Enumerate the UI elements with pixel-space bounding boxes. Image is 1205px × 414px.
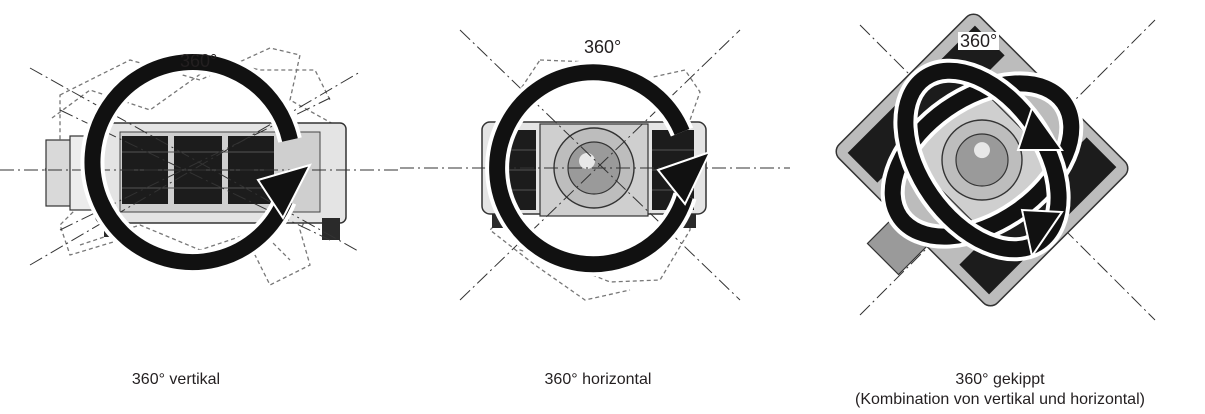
angle-label: 360° [180, 51, 218, 71]
projector-tilted-view-illustration [835, 13, 1156, 321]
projector-body [835, 13, 1129, 307]
caption-sub: (Kombination von vertikal und horizontal… [855, 391, 1145, 408]
rotation-arrow-icon [80, 50, 312, 275]
rotation-axes [859, 19, 1156, 321]
caption: 360° horizontal [544, 371, 652, 388]
rotation-arrow-icon [485, 60, 712, 277]
rotation-arrow-icon [880, 58, 1084, 262]
angle-label: 360° [958, 31, 1000, 51]
projector-side-view-illustration [0, 47, 400, 286]
projector-front-view-illustration [400, 29, 790, 301]
caption: 360° vertikal [131, 371, 221, 388]
projector-body [481, 121, 707, 228]
panel-tilted: 360° 360° gekippt (Kombination von verti… [800, 0, 1205, 414]
angle-label: 360° [584, 37, 622, 57]
caption: 360° gekippt [955, 371, 1045, 388]
panel-vertical: 360° 360° vertikal [0, 0, 400, 414]
panel-horizontal: 360° 360° horizontal [400, 0, 800, 414]
rotation-axes [400, 29, 790, 301]
